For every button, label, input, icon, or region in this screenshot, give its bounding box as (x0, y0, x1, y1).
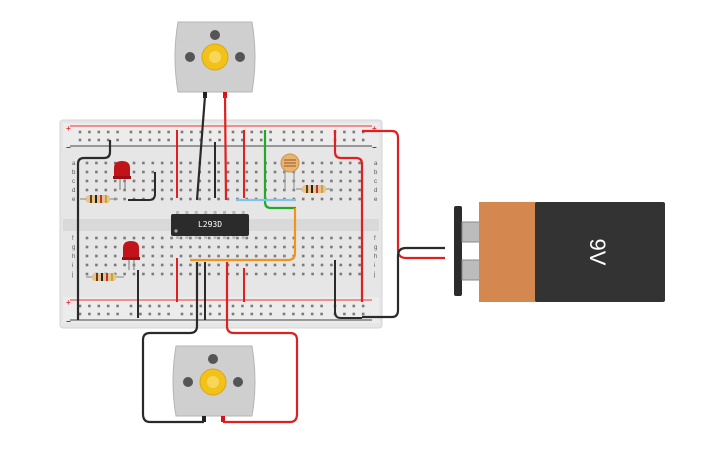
dc-motor-bottom[interactable] (172, 345, 256, 422)
row-letter: j (71, 272, 73, 278)
row-letter: i (72, 263, 73, 269)
l293d-chip[interactable]: L293D (171, 211, 249, 239)
wire-black (141, 262, 204, 424)
wire-black (76, 140, 112, 320)
row-letter: a (72, 161, 76, 167)
wire-red (362, 129, 445, 260)
rail-plus-sign: + (66, 124, 71, 133)
row-letter: h (374, 254, 377, 260)
rail-plus-sign-bottom: + (66, 298, 71, 307)
wire-black (334, 260, 362, 319)
rail-minus-sign-bottom: − (66, 317, 71, 326)
wire-red (223, 262, 299, 424)
rail-minus-sign-right: − (372, 143, 377, 152)
battery-9v[interactable]: 9V (454, 202, 665, 302)
row-letter: c (72, 179, 75, 185)
row-letter: g (72, 245, 75, 251)
row-letter: e (72, 197, 76, 203)
row-letter: b (72, 170, 76, 176)
resistor-right[interactable] (296, 185, 332, 193)
photoresistor[interactable] (280, 153, 300, 190)
resistor-left-top[interactable] (80, 195, 118, 203)
dc-motor-top[interactable] (174, 21, 256, 98)
battery-label: 9V (585, 239, 610, 266)
wire-red (333, 130, 364, 302)
red-led-bottom[interactable] (122, 241, 140, 270)
wire-black (195, 95, 207, 201)
chip-pins (176, 211, 245, 239)
row-letter: g (374, 245, 377, 251)
row-letter: b (374, 170, 378, 176)
red-led-top[interactable] (113, 161, 131, 190)
row-letter: a (374, 161, 378, 167)
chip-label: L293D (198, 220, 222, 229)
row-letter: h (72, 254, 75, 260)
gear-icon (199, 368, 227, 396)
row-letter: d (72, 188, 75, 194)
row-letter: c (374, 179, 377, 185)
row-letter: e (374, 197, 378, 203)
row-letter: d (374, 188, 377, 194)
row-letter: i (374, 263, 375, 269)
row-letter: j (373, 272, 375, 278)
row-letter: f (72, 236, 74, 242)
wire-black (362, 246, 445, 319)
wires (76, 95, 445, 424)
rail-plus-sign-right: + (372, 124, 377, 133)
row-letter: f (374, 236, 376, 242)
wire-orange (190, 208, 297, 262)
gear-icon (201, 43, 229, 71)
wire-red (223, 95, 228, 201)
wire-green (263, 130, 296, 210)
rail-minus-sign: − (66, 143, 71, 152)
resistor-left-bottom[interactable] (86, 273, 124, 281)
wire-black (128, 172, 156, 201)
